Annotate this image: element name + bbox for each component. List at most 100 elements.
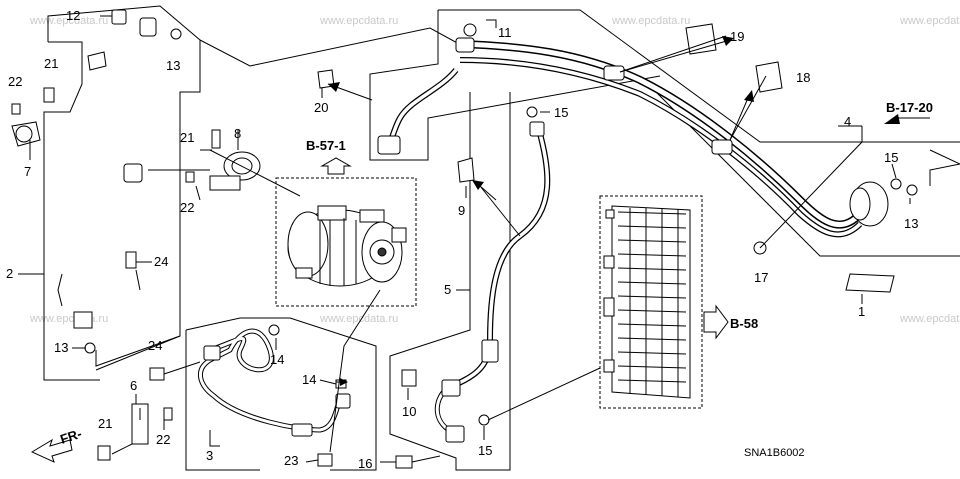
callout-8[interactable]: 8 — [234, 126, 241, 141]
hose-5 — [434, 121, 551, 443]
callout-21[interactable]: 21 — [98, 416, 112, 431]
arrow-line — [619, 39, 731, 73]
bolt-16-icon — [395, 455, 413, 469]
condenser-box — [599, 195, 703, 409]
callout-13[interactable]: 13 — [904, 216, 918, 231]
bolt-icon — [185, 171, 195, 183]
hose-3-group-outline — [185, 330, 260, 471]
ref-b-58[interactable]: B-58 — [730, 316, 758, 331]
compressor-icon — [287, 205, 407, 287]
o-ring-13-icon — [906, 184, 918, 196]
arrow-right-icon — [703, 304, 729, 340]
callout-15[interactable]: 15 — [884, 150, 898, 165]
arrow-fr-icon — [30, 438, 73, 463]
condenser-icon — [603, 205, 691, 399]
clip-9-icon — [457, 157, 475, 183]
callout-13[interactable]: 13 — [166, 58, 180, 73]
ref-b-57-1[interactable]: B-57-1 — [306, 138, 346, 153]
callout-22[interactable]: 22 — [180, 200, 194, 215]
front-direction-label: FR- — [58, 426, 83, 447]
callout-16[interactable]: 16 — [358, 456, 372, 471]
callout-19[interactable]: 19 — [730, 29, 744, 44]
group-boundaries — [43, 5, 960, 471]
callout-4[interactable]: 4 — [844, 114, 851, 129]
hose-4-group-outline — [438, 9, 960, 143]
arrow-head-icon — [722, 36, 734, 46]
o-ring-13-icon — [170, 28, 182, 40]
bolt-24-icon — [149, 367, 165, 381]
compressor-dashed-frame — [275, 177, 417, 307]
watermark: www.epcdata.ru — [899, 15, 960, 27]
bolt-24-icon — [125, 251, 137, 269]
o-ring-14-icon — [268, 324, 280, 336]
switch-10-icon — [401, 369, 417, 387]
callout-5[interactable]: 5 — [444, 282, 451, 297]
callout-23[interactable]: 23 — [284, 453, 298, 468]
callout-22[interactable]: 22 — [8, 74, 22, 89]
callout-24[interactable]: 24 — [148, 338, 162, 353]
hose-4-group-outline — [369, 10, 439, 100]
callout-18[interactable]: 18 — [796, 70, 810, 85]
callout-11[interactable]: 11 — [498, 25, 512, 40]
clamp-18-icon — [755, 61, 783, 93]
bolt-22-icon — [163, 407, 173, 421]
watermark: www.epcdata.ru — [319, 15, 398, 27]
diagram-code: SNA1B6002 — [744, 447, 805, 459]
leader-lines — [18, 15, 911, 463]
callout-13[interactable]: 13 — [54, 340, 68, 355]
callout-7[interactable]: 7 — [24, 164, 31, 179]
bracket-icon — [209, 175, 241, 191]
o-ring-15-icon — [526, 106, 538, 118]
watermark: www.epcdata.ru — [29, 313, 108, 325]
o-ring-15-icon — [890, 178, 902, 190]
hollow-ref-arrows — [30, 157, 729, 463]
arrow-line — [479, 185, 497, 201]
hose-2-group-outline — [43, 41, 100, 381]
ref-b-17-20[interactable]: B-17-20 — [886, 100, 933, 115]
fittings — [11, 23, 918, 469]
watermark: www.epcdata.ru — [319, 313, 398, 325]
hose-2 — [64, 9, 157, 329]
watermark: www.epcdata.ru — [611, 15, 690, 27]
part-callouts: 12 13 11 19 18 20 22 21 7 21 8 22 15 9 4… — [6, 8, 918, 471]
clamp-19-icon — [685, 23, 717, 55]
callout-14[interactable]: 14 — [302, 372, 316, 387]
callout-1[interactable]: 1 — [858, 304, 865, 319]
bolt-23-icon — [317, 453, 333, 467]
arrows — [327, 36, 930, 386]
callout-14[interactable]: 14 — [270, 352, 284, 367]
callout-24[interactable]: 24 — [154, 254, 168, 269]
watermark: www.epcdata.ru — [899, 313, 960, 325]
callout-3[interactable]: 3 — [206, 448, 213, 463]
nut-11-icon — [463, 23, 477, 37]
callout-6[interactable]: 6 — [130, 378, 137, 393]
callout-20[interactable]: 20 — [314, 100, 328, 115]
compressor-box — [275, 177, 417, 307]
bolt-icon — [211, 129, 221, 149]
watermark: www.epcdata.ru — [29, 15, 108, 27]
callout-12[interactable]: 12 — [66, 8, 80, 23]
hose-3 — [198, 328, 351, 437]
callout-10[interactable]: 10 — [402, 404, 416, 419]
arrow-up-icon — [320, 157, 352, 175]
arrow-head-icon — [328, 82, 340, 92]
bolt-icon — [43, 87, 55, 103]
hose-2-group-outline — [47, 5, 201, 371]
label-1-icon — [845, 273, 895, 293]
bolt-icon — [11, 103, 21, 115]
hose-5-group-outline — [389, 92, 511, 471]
bolt-21-icon — [97, 445, 111, 461]
callout-21[interactable]: 21 — [180, 130, 194, 145]
arrow-head-icon — [340, 378, 348, 386]
condenser-dashed-frame — [599, 195, 703, 409]
callout-15[interactable]: 15 — [554, 105, 568, 120]
callout-21[interactable]: 21 — [44, 56, 58, 71]
hose-3-group-outline — [185, 317, 377, 471]
callout-15[interactable]: 15 — [478, 443, 492, 458]
callout-9[interactable]: 9 — [458, 203, 465, 218]
hose-4-group-outline — [929, 149, 960, 186]
callout-2[interactable]: 2 — [6, 266, 13, 281]
callout-17[interactable]: 17 — [754, 270, 768, 285]
callout-22[interactable]: 22 — [156, 432, 170, 447]
